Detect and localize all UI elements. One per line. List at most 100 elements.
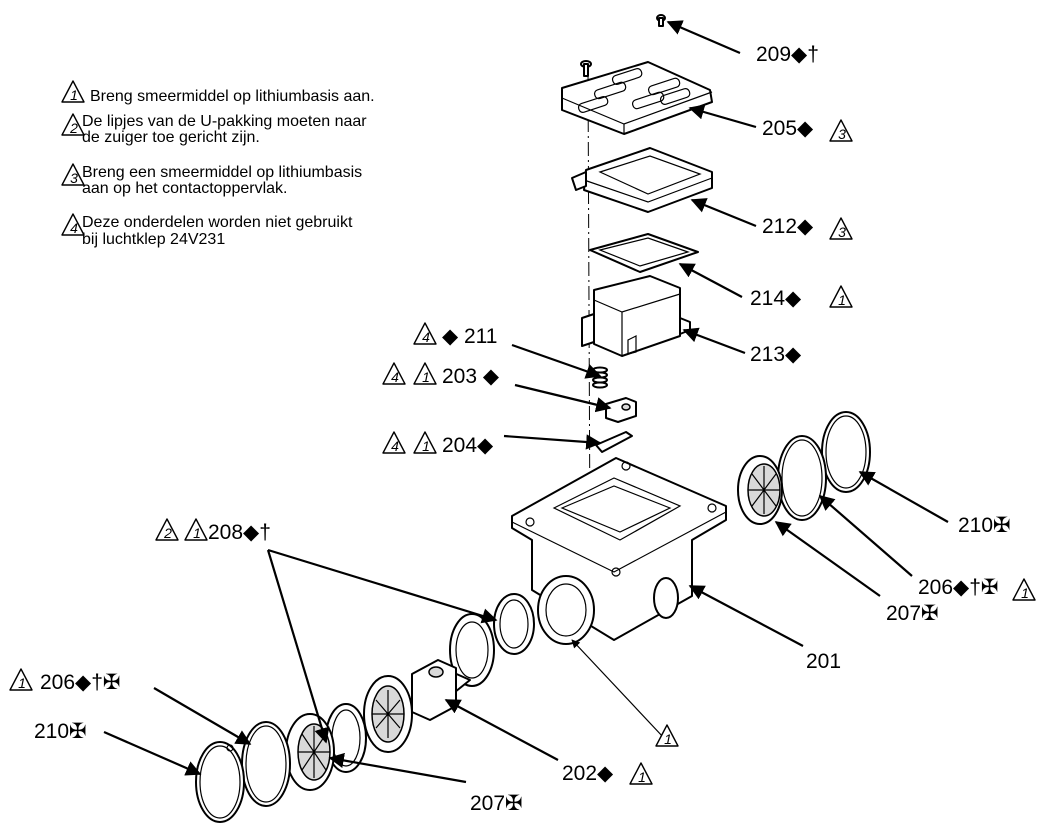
spring-211-part [592, 366, 608, 389]
callout-203: 4 1 203 ◆ [382, 362, 500, 388]
note-triangle-icon: 1 [1012, 578, 1036, 601]
note-number: 1 [638, 769, 646, 785]
callout-201-text: 201 [806, 650, 841, 673]
leader-209 [666, 20, 741, 55]
note-triangle-icon: 1 [829, 285, 853, 308]
note-triangle-icon: 4 [61, 213, 85, 236]
leader-208-upper [267, 548, 498, 624]
note-number: 4 [391, 438, 399, 454]
leader-210-left [103, 730, 202, 776]
legend-note-4-line-1: Deze onderdelen worden niet gebruikt [82, 214, 353, 231]
note-triangle-outline [829, 285, 853, 308]
note-triangle-outline [1012, 578, 1036, 601]
legend-note-4-line-2: bij luchtklep 24V231 [82, 231, 225, 248]
note-number: 4 [391, 369, 399, 385]
legend-note-3: 3 Breng een smeermiddel op lithiumbasis … [61, 163, 362, 197]
note-triangle-outline [413, 362, 437, 385]
leader-213 [682, 327, 746, 355]
callout-211-text: ◆ 211 [442, 325, 497, 348]
callout-208: 2 1 208◆† [155, 518, 271, 544]
note-triangle-icon: 2 [155, 518, 179, 541]
housing-201-part [511, 457, 727, 645]
note-number: 3 [838, 224, 846, 240]
leader-207-right [774, 521, 881, 597]
note-triangle-icon: 1 [61, 80, 85, 103]
callout-205: 205◆ 3 [762, 117, 853, 142]
piston-202-part [363, 613, 495, 753]
leader-204 [503, 434, 602, 450]
leader-206-left [153, 687, 252, 745]
note-triangle-outline [61, 213, 85, 236]
callout-210-right-text: 210✠ [958, 514, 1011, 537]
leader-214 [678, 263, 743, 298]
callout-206-right-text: 206◆†✠ [918, 576, 998, 599]
note-number: 2 [163, 525, 172, 541]
note-triangle-icon: 1 [184, 518, 208, 541]
end-cap-207-left-part [285, 713, 335, 791]
legend-note-3-line-1: Breng een smeermiddel op lithiumbasis [82, 164, 362, 181]
note-number: 1 [1021, 585, 1029, 601]
note-triangle-outline [413, 322, 437, 345]
note-triangle-outline [382, 362, 406, 385]
note-number: 4 [70, 220, 78, 236]
plate-212-part [571, 147, 713, 213]
callout-208-text: 208◆† [208, 521, 271, 544]
note-triangle-outline [382, 431, 406, 454]
note-number: 3 [838, 126, 846, 142]
note-triangle-outline [829, 217, 853, 240]
note-triangle-icon: 1 [655, 724, 679, 747]
snap-ring-210-right-part [821, 411, 871, 493]
leader-lines [103, 20, 949, 784]
note-triangle-outline [413, 431, 437, 454]
callout-206-left-text: 206◆†✠ [40, 671, 120, 694]
gasket-214-part [589, 233, 699, 273]
callout-note-1: 1 [655, 724, 679, 747]
callout-204-text: 204◆ [442, 434, 494, 457]
note-triangle-outline [61, 80, 85, 103]
legend-note-2-line-1: De lipjes van de U-pakking moeten naar [82, 113, 367, 130]
o-ring-206-right-part [777, 435, 827, 521]
callout-202: 202◆ 1 [562, 762, 653, 785]
leader-201 [688, 585, 804, 647]
note-number: 3 [70, 170, 78, 186]
pin-204-part [595, 431, 633, 453]
callout-212-text: 212◆ [762, 215, 814, 238]
u-cup-208-upper-part [493, 593, 535, 655]
leader-202 [444, 699, 559, 761]
note-triangle-icon: 1 [629, 762, 653, 785]
note-triangle-icon: 3 [829, 119, 853, 142]
note-number: 1 [664, 731, 672, 747]
note-triangle-outline [655, 724, 679, 747]
legend-note-4: 4 Deze onderdelen worden niet gebruikt b… [61, 213, 353, 248]
callout-206-right: 206◆†✠ 1 [918, 576, 1036, 601]
legend: 1 Breng smeermiddel op lithiumbasis aan.… [61, 80, 375, 248]
leader-207-bottom [328, 752, 467, 784]
callout-209-text: 209◆† [756, 43, 819, 66]
callout-213-text: 213◆ [750, 343, 802, 366]
cover-plate-205-part [561, 61, 713, 135]
callout-207-right-text: 207✠ [886, 602, 939, 625]
callout-203-text: 203 ◆ [442, 365, 500, 388]
callout-207-bottom: 207✠ [470, 792, 523, 815]
legend-note-1: 1 Breng smeermiddel op lithiumbasis aan. [61, 80, 375, 105]
note-number: 1 [18, 675, 26, 691]
note-triangle-icon: 4 [413, 322, 437, 345]
note-number: 1 [422, 438, 430, 454]
leader-212 [690, 198, 757, 228]
callout-205-text: 205◆ [762, 117, 814, 140]
callout-209: 209◆† [756, 43, 819, 66]
valve-block-213-part [581, 275, 691, 357]
note-number: 1 [70, 87, 78, 103]
note-number: 4 [422, 329, 430, 345]
note-number: 1 [422, 369, 430, 385]
callout-202-text: 202◆ [562, 762, 614, 785]
leader-note-1 [571, 639, 665, 739]
note-number: 1 [838, 292, 846, 308]
legend-note-1-line-1: Breng smeermiddel op lithiumbasis aan. [90, 88, 375, 105]
callout-210-left: 210✠ [34, 720, 87, 743]
note-triangle-outline [184, 518, 208, 541]
note-triangle-outline [61, 113, 85, 136]
note-number: 2 [69, 120, 78, 136]
callout-labels: 209◆† 205◆ 3 212◆ 3 214◆ 1 213◆ 4 ◆ 211 … [9, 43, 1036, 815]
note-triangle-icon: 4 [382, 362, 406, 385]
